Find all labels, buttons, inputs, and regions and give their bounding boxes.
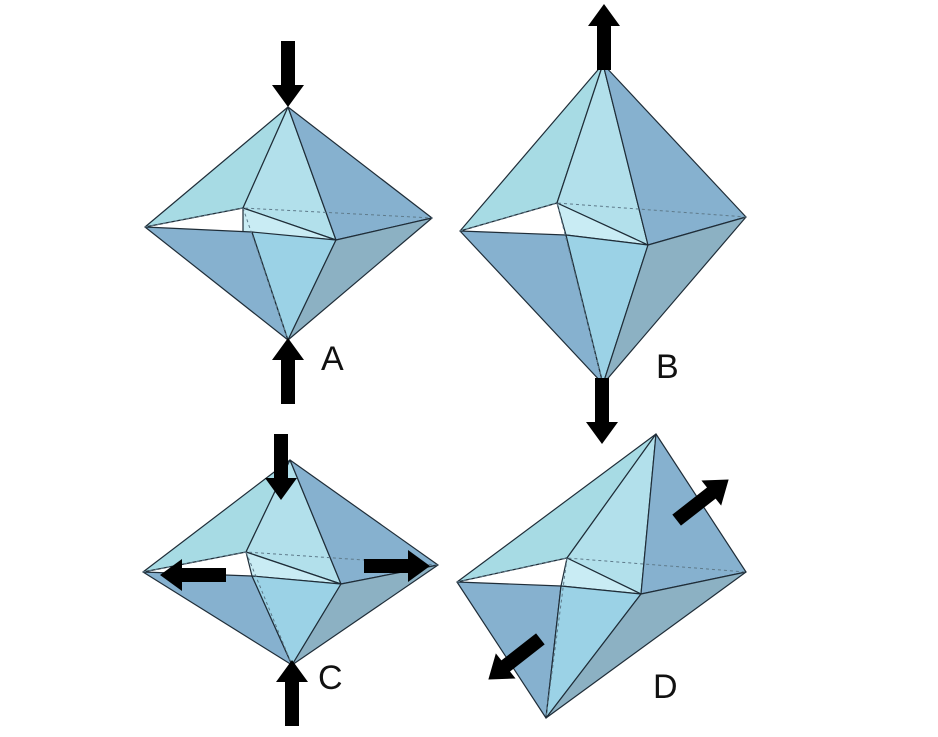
octahedron-b	[459, 63, 747, 385]
panel-label-a: A	[321, 340, 344, 378]
panel-label-d: D	[653, 668, 678, 706]
face-b-lower-right	[602, 216, 747, 385]
panel-label-b: B	[656, 348, 679, 386]
panel-label-c: C	[318, 659, 343, 697]
hidden-edge-d-vertical	[545, 557, 568, 719]
arrow-a-bottom-up	[272, 338, 304, 404]
arrow-a-top-down	[272, 41, 304, 107]
face-d-lower-left	[456, 581, 562, 719]
arrow-b-bottom-down	[586, 378, 618, 444]
octahedron-a	[144, 106, 433, 341]
face-d-lower-right	[545, 571, 747, 719]
face-a-lower-right	[287, 217, 433, 341]
hidden-edge-b-vertical	[556, 202, 604, 385]
hidden-edge-d	[456, 557, 747, 583]
hidden-edge-c-vertical	[245, 551, 293, 666]
face-c-lower-right	[291, 564, 439, 666]
arrow-c-bottom-up	[276, 660, 308, 726]
octahedron-c	[142, 459, 439, 666]
arrow-b-top-up	[588, 4, 620, 70]
octahedron-d	[456, 433, 747, 719]
hidden-edge-a-vertical	[242, 207, 289, 341]
